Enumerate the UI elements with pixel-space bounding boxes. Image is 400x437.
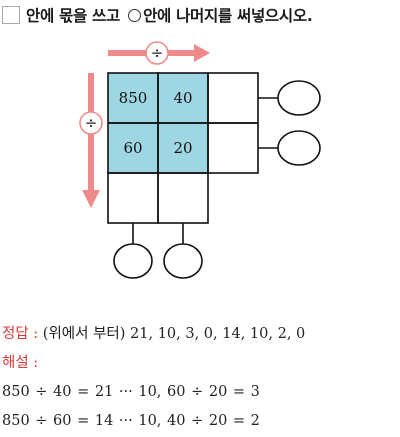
question-line: 안에 몫을 쓰고 안에 나머지를 써넣으시오. xyxy=(2,2,313,28)
vertical-division-arrow xyxy=(79,73,103,208)
circle-icon xyxy=(128,9,142,22)
remainder-circle-right-2 xyxy=(277,130,321,166)
division-diagram: ÷ ÷ 850 40 60 20 xyxy=(0,40,400,285)
answer-text: (위에서 부터) 21, 10, 3, 0, 14, 10, 2, 0 xyxy=(42,326,306,342)
question-text: 안에 몫을 쓰고 안에 나머지를 써넣으시오. xyxy=(26,4,313,26)
cell-center: 20 xyxy=(173,139,193,157)
explanation-label: 해설 : xyxy=(2,355,39,371)
remainder-circle-right-1 xyxy=(277,80,321,116)
remainder-circle-bottom-2 xyxy=(163,243,203,279)
division-symbol-vertical: ÷ xyxy=(84,114,98,132)
cell-dividend: 850 xyxy=(118,89,148,107)
answer-label: 정답 : xyxy=(2,326,39,342)
division-symbol-horizontal: ÷ xyxy=(150,44,164,62)
answer-section: 정답 : (위에서 부터) 21, 10, 3, 0, 14, 10, 2, 0… xyxy=(2,320,398,436)
grid-cell-r3c2 xyxy=(157,172,209,224)
grid-cell-r3c1 xyxy=(107,172,159,224)
question-text-part2: 안에 나머지를 써넣으시오. xyxy=(143,7,313,25)
horizontal-division-arrow xyxy=(108,41,210,65)
answer-box-icon xyxy=(2,6,20,24)
cell-divisor-left: 60 xyxy=(123,139,143,157)
division-sign-circle-vertical xyxy=(79,111,103,135)
cell-divisor-top: 40 xyxy=(173,89,193,107)
remainder-circle-bottom-1 xyxy=(113,243,153,279)
question-text-part1: 안에 몫을 쓰고 xyxy=(26,7,120,25)
explanation-line-1: 850 ÷ 40 = 21 ··· 10, 60 ÷ 20 = 3 xyxy=(2,384,260,400)
grid-cell-r2c3 xyxy=(207,122,259,174)
grid-cell-r1c3 xyxy=(207,72,259,124)
explanation-line-2: 850 ÷ 60 = 14 ··· 10, 40 ÷ 20 = 2 xyxy=(2,413,260,429)
answer-line: 정답 : (위에서 부터) 21, 10, 3, 0, 14, 10, 2, 0 xyxy=(2,320,398,349)
division-sign-circle-horizontal xyxy=(145,41,169,65)
explanation-label-line: 해설 : xyxy=(2,349,398,378)
diagram-graphics xyxy=(79,41,321,279)
